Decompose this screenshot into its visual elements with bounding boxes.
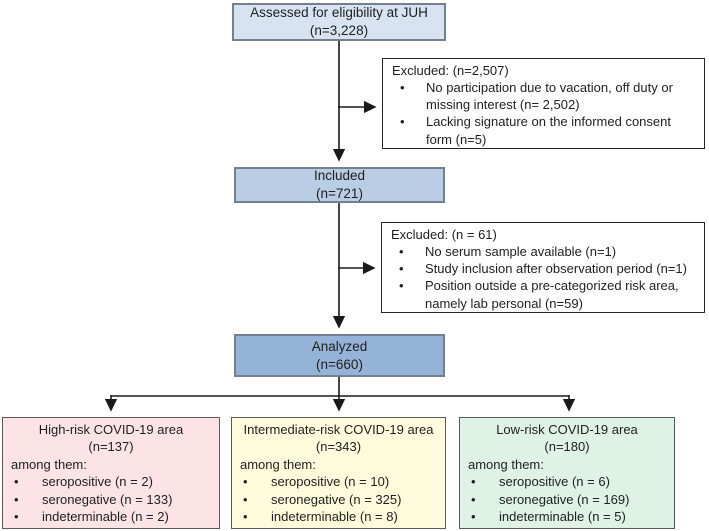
high-risk-item: seronegative (n = 133) (7, 491, 215, 508)
low-risk-item: seropositive (n = 6) (464, 473, 670, 490)
box-excluded-2: Excluded: (n = 61) No serum sample avail… (381, 222, 705, 313)
intermediate-risk-item: seropositive (n = 10) (236, 473, 441, 490)
intermediate-risk-item: indeterminable (n = 8) (236, 508, 441, 525)
excluded-2-header: Excluded: (n = 61) (391, 227, 497, 242)
box-low-risk-area: Low-risk COVID-19 area (n=180) among the… (459, 417, 675, 529)
bullet-icon (390, 260, 425, 277)
box-assessed-eligibility: Assessed for eligibility at JUH (n=3,228… (232, 3, 446, 41)
intermediate-risk-item: seronegative (n = 325) (236, 491, 441, 508)
low-risk-item: indeterminable (n = 5) (464, 508, 670, 525)
box-analyzed: Analyzed (n=660) (234, 334, 445, 377)
high-risk-title: High-risk COVID-19 area (38, 422, 184, 437)
analyzed-label: Analyzed (311, 338, 368, 354)
bullet-icon (391, 113, 426, 130)
excluded-2-item: Position outside a pre-categorized risk … (390, 277, 696, 311)
bullet-icon (236, 508, 271, 525)
intermediate-risk-count: (n=343) (315, 439, 362, 455)
low-risk-count: (n=180) (544, 439, 590, 455)
bullet-icon (390, 243, 425, 260)
intermediate-risk-among-label: among them: (240, 456, 316, 472)
box-high-risk-area: High-risk COVID-19 area (n=137) among th… (2, 417, 220, 529)
excluded-1-header: Excluded: (n=2,507) (392, 63, 509, 78)
included-count: (n=721) (316, 186, 363, 201)
bullet-icon (464, 473, 499, 490)
assessed-count: (n=3,228) (309, 23, 369, 38)
bullet-icon (236, 473, 271, 490)
box-included: Included (n=721) (234, 167, 445, 203)
bullet-icon (7, 473, 42, 490)
assessed-label: Assessed for eligibility at JUH (250, 5, 428, 21)
intermediate-risk-title: Intermediate-risk COVID-19 area (243, 422, 434, 437)
bullet-icon (7, 508, 42, 525)
box-intermediate-risk-area: Intermediate-risk COVID-19 area (n=343) … (231, 417, 446, 529)
high-risk-count: (n=137) (88, 439, 134, 455)
bullet-icon (390, 277, 425, 294)
bullet-icon (7, 491, 42, 508)
low-risk-item: seronegative (n = 169) (464, 491, 670, 508)
high-risk-item: seropositive (n = 2) (7, 473, 215, 490)
included-label: Included (313, 168, 366, 184)
low-risk-title: Low-risk COVID-19 area (496, 422, 638, 437)
high-risk-among-label: among them: (11, 456, 87, 472)
bullet-icon (464, 491, 499, 508)
bullet-icon (236, 491, 271, 508)
bullet-icon (391, 79, 426, 96)
low-risk-among-label: among them: (468, 456, 544, 472)
excluded-1-item: No participation due to vacation, off du… (391, 79, 696, 113)
box-excluded-1: Excluded: (n=2,507) No participation due… (382, 58, 705, 149)
excluded-2-item: No serum sample available (n=1) (390, 243, 696, 260)
high-risk-item: indeterminable (n = 2) (7, 508, 215, 525)
excluded-2-item: Study inclusion after observation period… (390, 260, 696, 277)
bullet-icon (464, 508, 499, 525)
analyzed-count: (n=660) (316, 356, 363, 372)
excluded-1-item: Lacking signature on the informed consen… (391, 113, 696, 147)
